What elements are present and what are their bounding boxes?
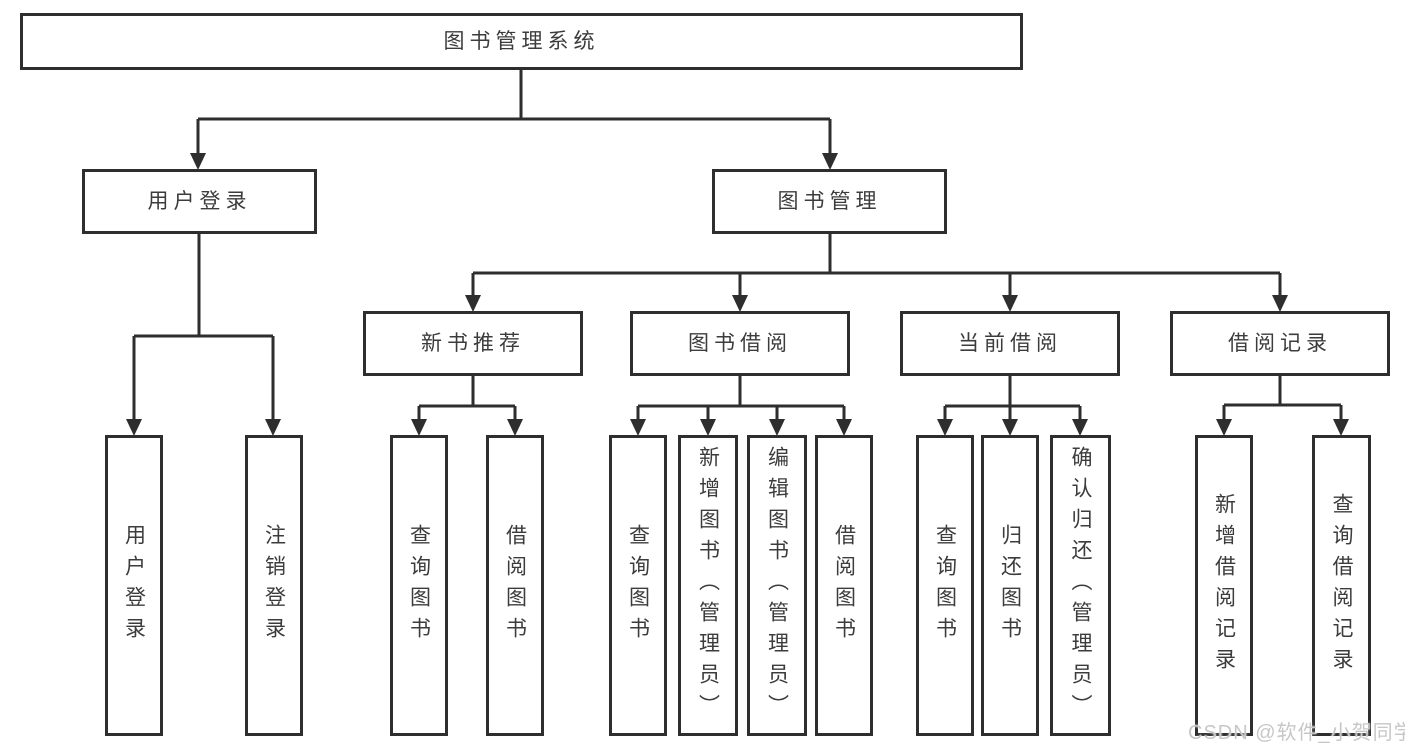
arrowhead [1272,295,1288,312]
node-label: 新增图书（管理员） [696,446,720,725]
node-label: 用户登录 [122,523,146,648]
leaf-borrow-book: 借阅图书 [815,435,873,736]
leaf-query-borrow-record: 查询借阅记录 [1312,435,1371,736]
arrowhead [630,419,646,436]
arrowhead [700,419,716,436]
arrowhead [126,419,142,436]
arrowhead [507,419,523,436]
edge-book-borrow-children [636,375,846,422]
leaf-query-book-recommend: 查询图书 [390,435,448,736]
node-label: 归还图书 [998,523,1022,648]
arrowhead [769,419,785,436]
arrowhead [1002,295,1018,312]
leaf-query-book: 查询图书 [609,435,667,736]
node-label: 新增借阅记录 [1212,492,1236,679]
node-label: 图书管理 [777,190,882,213]
arrowhead [465,295,481,312]
node-label: 借阅图书 [503,523,527,648]
arrowhead [1333,419,1349,436]
node-label: 查询借阅记录 [1330,492,1353,679]
leaf-confirm-return-admin: 确认归还（管理员） [1050,435,1111,736]
node-label: 用户登录 [147,190,252,213]
edge-book-mgmt-children [471,233,1282,298]
arrowhead [1002,419,1018,436]
node-label: 编辑图书（管理员） [765,446,789,725]
node-label: 图书管理系统 [443,30,600,53]
node-label: 借阅图书 [832,523,856,648]
node-borrow-record: 借阅记录 [1170,311,1390,376]
arrowhead [732,295,748,312]
node-current-borrow: 当前借阅 [900,311,1120,376]
edge-root-to-level2 [196,69,832,156]
arrowhead [265,419,281,436]
node-book-management: 图书管理 [712,169,947,234]
leaf-logout: 注销登录 [245,435,303,736]
node-label: 注销登录 [262,523,286,648]
leaf-user-login: 用户登录 [105,435,163,736]
csdn-watermark: CSDN @软件_小贺同学 [1188,722,1405,744]
edge-user-login-children [132,233,275,422]
node-label: 新书推荐 [421,332,525,355]
node-label: 查询图书 [626,523,650,648]
arrowheads [126,153,1349,436]
arrowhead [836,419,852,436]
arrowhead [1072,419,1088,436]
leaf-borrow-book-recommend: 借阅图书 [486,435,544,736]
node-label: 查询图书 [407,523,431,648]
leaf-return-book: 归还图书 [981,435,1039,736]
arrowhead [937,419,953,436]
edge-borrow-record-children [1222,375,1343,422]
node-new-book-recommend: 新书推荐 [363,311,583,376]
arrowhead [190,153,206,170]
node-label: 图书借阅 [688,332,792,355]
node-root-system: 图书管理系统 [20,13,1023,70]
leaf-query-book-current: 查询图书 [916,435,974,736]
arrowhead [1216,419,1232,436]
node-user-login: 用户登录 [82,169,317,234]
edge-current-borrow-children [943,375,1082,422]
arrowhead [411,419,427,436]
arrowhead [822,153,838,170]
node-label: 当前借阅 [958,332,1062,355]
leaf-add-book-admin: 新增图书（管理员） [678,435,738,736]
edge-new-book-children [417,375,517,422]
leaf-add-borrow-record: 新增借阅记录 [1195,435,1253,736]
leaf-edit-book-admin: 编辑图书（管理员） [747,435,807,736]
node-label: 确认归还（管理员） [1069,446,1092,725]
node-label: 查询图书 [933,523,957,648]
node-label: 借阅记录 [1228,332,1332,355]
node-book-borrow: 图书借阅 [630,311,850,376]
